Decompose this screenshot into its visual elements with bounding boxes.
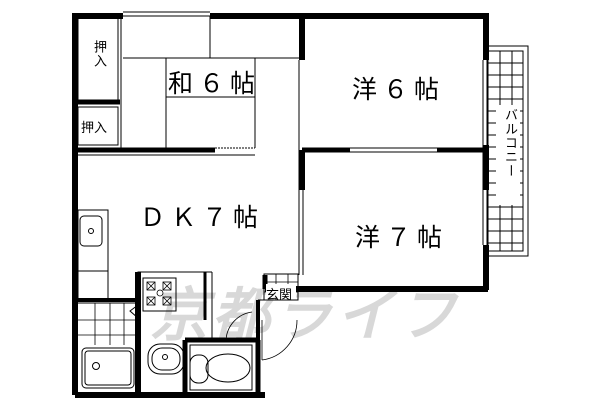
room-label-balcony: バルコニー	[502, 108, 517, 178]
room-label-genkan: 玄関	[266, 288, 293, 303]
room-label-dk: ＤＫ７帖	[140, 203, 265, 232]
room-label-oshiire-top: 押入	[91, 40, 106, 68]
room-label-yoshitsu-6: 洋６帖	[352, 75, 446, 104]
room-label-washitsu: 和６帖	[168, 69, 262, 98]
room-label-oshiire-bottom: 押入	[81, 121, 108, 136]
room-label-yoshitsu-7: 洋７帖	[355, 223, 449, 252]
